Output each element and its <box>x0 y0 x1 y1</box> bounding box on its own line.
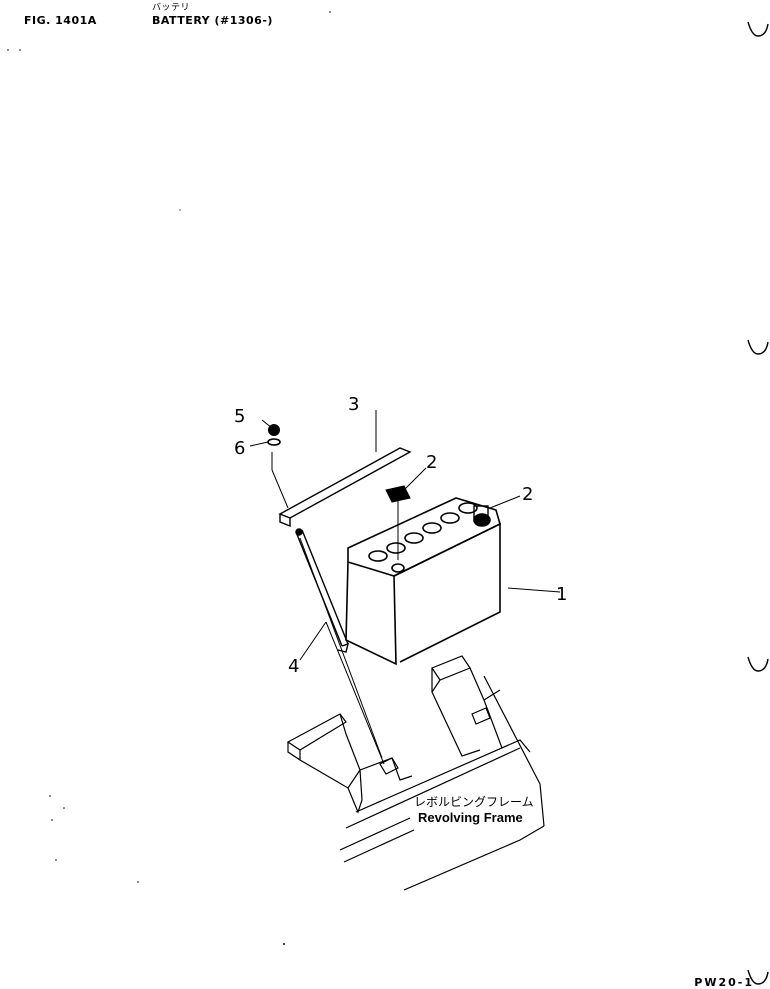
callout-part-2-left: 2 <box>426 452 437 473</box>
callout-part-5: 5 <box>234 406 245 427</box>
revolving-frame <box>286 655 545 891</box>
title-english: BATTERY (#1306-) <box>152 14 273 27</box>
frame-label-japanese: レボルビングフレーム <box>414 795 534 809</box>
callout-part-3: 3 <box>348 394 359 415</box>
figure-number: FIG. 1401A <box>24 14 97 27</box>
leader-lines <box>249 410 561 765</box>
hold-down-bar <box>278 447 412 528</box>
callout-part-1: 1 <box>556 584 567 605</box>
frame-label-english: Revolving Frame <box>418 810 523 825</box>
page-code: PW20-1 <box>694 976 754 989</box>
callout-part-2-right: 2 <box>522 484 533 505</box>
battery <box>345 497 501 666</box>
callout-part-4: 4 <box>288 656 299 677</box>
washer <box>267 438 281 446</box>
scan-specks <box>7 11 331 945</box>
terminal-cap-right <box>473 505 489 521</box>
binder-hole-marks <box>747 21 769 985</box>
callout-part-6: 6 <box>234 438 245 459</box>
title-japanese: バッテリ <box>152 3 191 13</box>
terminal-cap-left <box>385 485 411 560</box>
